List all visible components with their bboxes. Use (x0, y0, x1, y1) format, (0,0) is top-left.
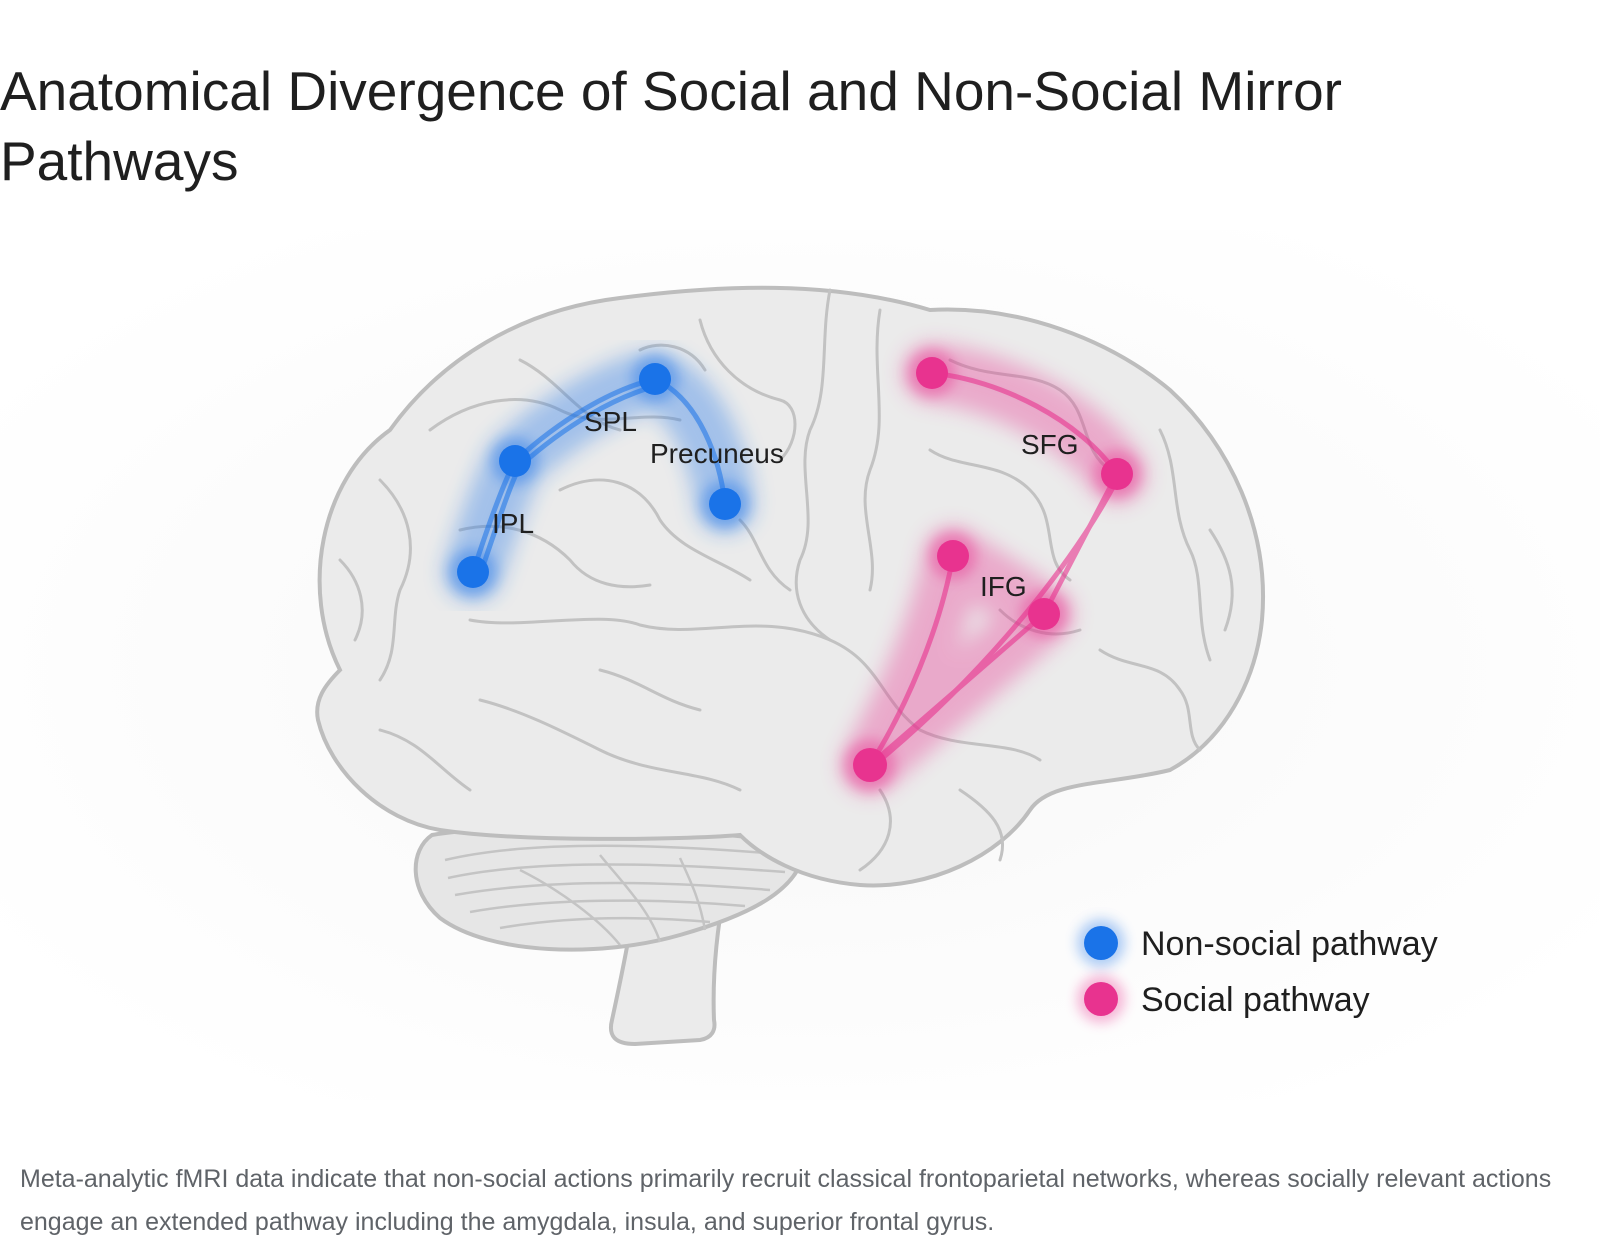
node-sfg-upper (908, 349, 956, 397)
node-precuneus (701, 480, 749, 528)
label-spl: SPL (584, 406, 637, 437)
node-ipl-upper (491, 437, 539, 485)
page-title: Anatomical Divergence of Social and Non-… (0, 60, 1342, 192)
legend-label-non-social: Non-social pathway (1141, 925, 1438, 963)
label-sfg: SFG (1021, 429, 1079, 460)
social-pathway: SFG IFG (840, 343, 1147, 795)
node-ifg-upper (929, 532, 977, 580)
legend: Non-social pathway Social pathway (1077, 919, 1438, 1023)
label-ipl: IPL (492, 508, 534, 539)
cerebellum (413, 825, 808, 952)
node-spl (631, 355, 679, 403)
brain-pathway-diagram: SPL Precuneus IPL (0, 230, 1600, 1100)
legend-item-social: Social pathway (1077, 975, 1370, 1023)
label-precuneus: Precuneus (650, 438, 784, 469)
non-social-pathway: SPL Precuneus IPL (443, 349, 784, 602)
node-ifg-right (1020, 590, 1068, 638)
legend-item-non-social: Non-social pathway (1077, 919, 1438, 967)
label-ifg: IFG (980, 571, 1027, 602)
legend-label-social: Social pathway (1141, 981, 1370, 1019)
node-sfg-lower (1093, 450, 1141, 498)
node-ipl-lower (449, 548, 497, 596)
figure-caption: Meta-analytic fMRI data indicate that no… (20, 1165, 1552, 1236)
node-amygdala-insula (844, 739, 896, 791)
brain-folds (338, 288, 1234, 872)
